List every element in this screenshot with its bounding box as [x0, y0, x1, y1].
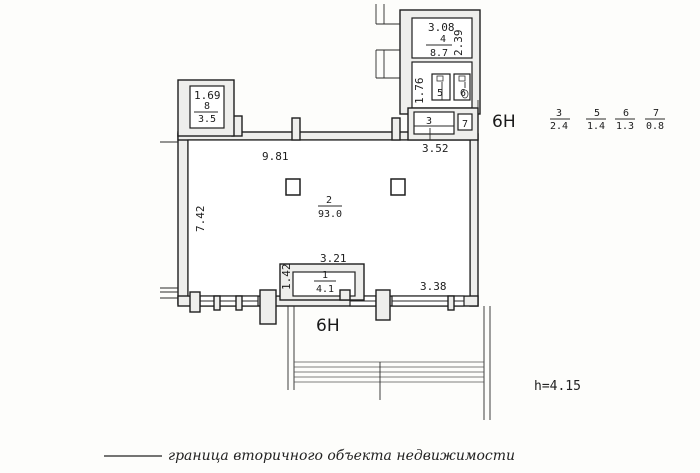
room-4-area: 8.7 — [430, 48, 448, 59]
room-1-vestibule — [279, 263, 365, 301]
area-legend: 3 2.4 5 1.4 6 1.3 7 0.8 — [550, 108, 665, 132]
room-4-block — [399, 9, 481, 115]
room-2-area: 93.0 — [318, 209, 342, 220]
entrance-label-bottom: 6Н — [316, 316, 340, 336]
dim-352: 3.52 — [422, 142, 449, 155]
column — [285, 178, 301, 196]
terrace — [287, 306, 491, 420]
window-left — [160, 141, 178, 299]
room-3-number: 3 — [426, 116, 432, 127]
legend-area: 1.3 — [616, 121, 634, 132]
room-8-block — [177, 79, 235, 137]
legend-number: 5 — [594, 108, 600, 119]
legend-number: 3 — [556, 108, 562, 119]
corridor-lines — [375, 4, 479, 108]
room-4-dim-239: 2.39 — [452, 30, 465, 57]
room-8-area: 3.5 — [198, 114, 216, 125]
dim-742: 7.42 — [194, 206, 207, 233]
legend-area: 0.8 — [646, 121, 664, 132]
dim-338: 3.38 — [420, 280, 447, 293]
legend-area: 2.4 — [550, 121, 568, 132]
room-4-number: 4 — [440, 34, 446, 45]
boundary-caption: граница вторичного объекта недвижимости — [168, 448, 515, 464]
entrance-label-right: 6Н — [492, 112, 516, 132]
column — [390, 178, 406, 196]
room-8-number: 8 — [204, 101, 210, 112]
dim-981: 9.81 — [262, 150, 289, 163]
room-7-number: 7 — [462, 119, 468, 130]
dim-176: 1.76 — [413, 78, 426, 105]
ceiling-height: h=4.15 — [534, 379, 581, 394]
room-1-number: 1 — [322, 270, 328, 281]
dim-321: 3.21 — [320, 252, 347, 265]
legend-number: 6 — [623, 108, 629, 119]
room-6-number: 6 — [460, 88, 466, 99]
room-1-area: 4.1 — [316, 284, 334, 295]
room-4-dim-308: 3.08 — [428, 21, 455, 34]
legend-number: 7 — [653, 108, 659, 119]
legend-area: 1.4 — [587, 121, 605, 132]
room-5-number: 5 — [437, 88, 443, 99]
room-8-dim: 1.69 — [194, 89, 221, 102]
dim-142: 1.42 — [280, 264, 293, 291]
room-2-number: 2 — [326, 195, 332, 206]
room-3-block — [407, 107, 479, 141]
